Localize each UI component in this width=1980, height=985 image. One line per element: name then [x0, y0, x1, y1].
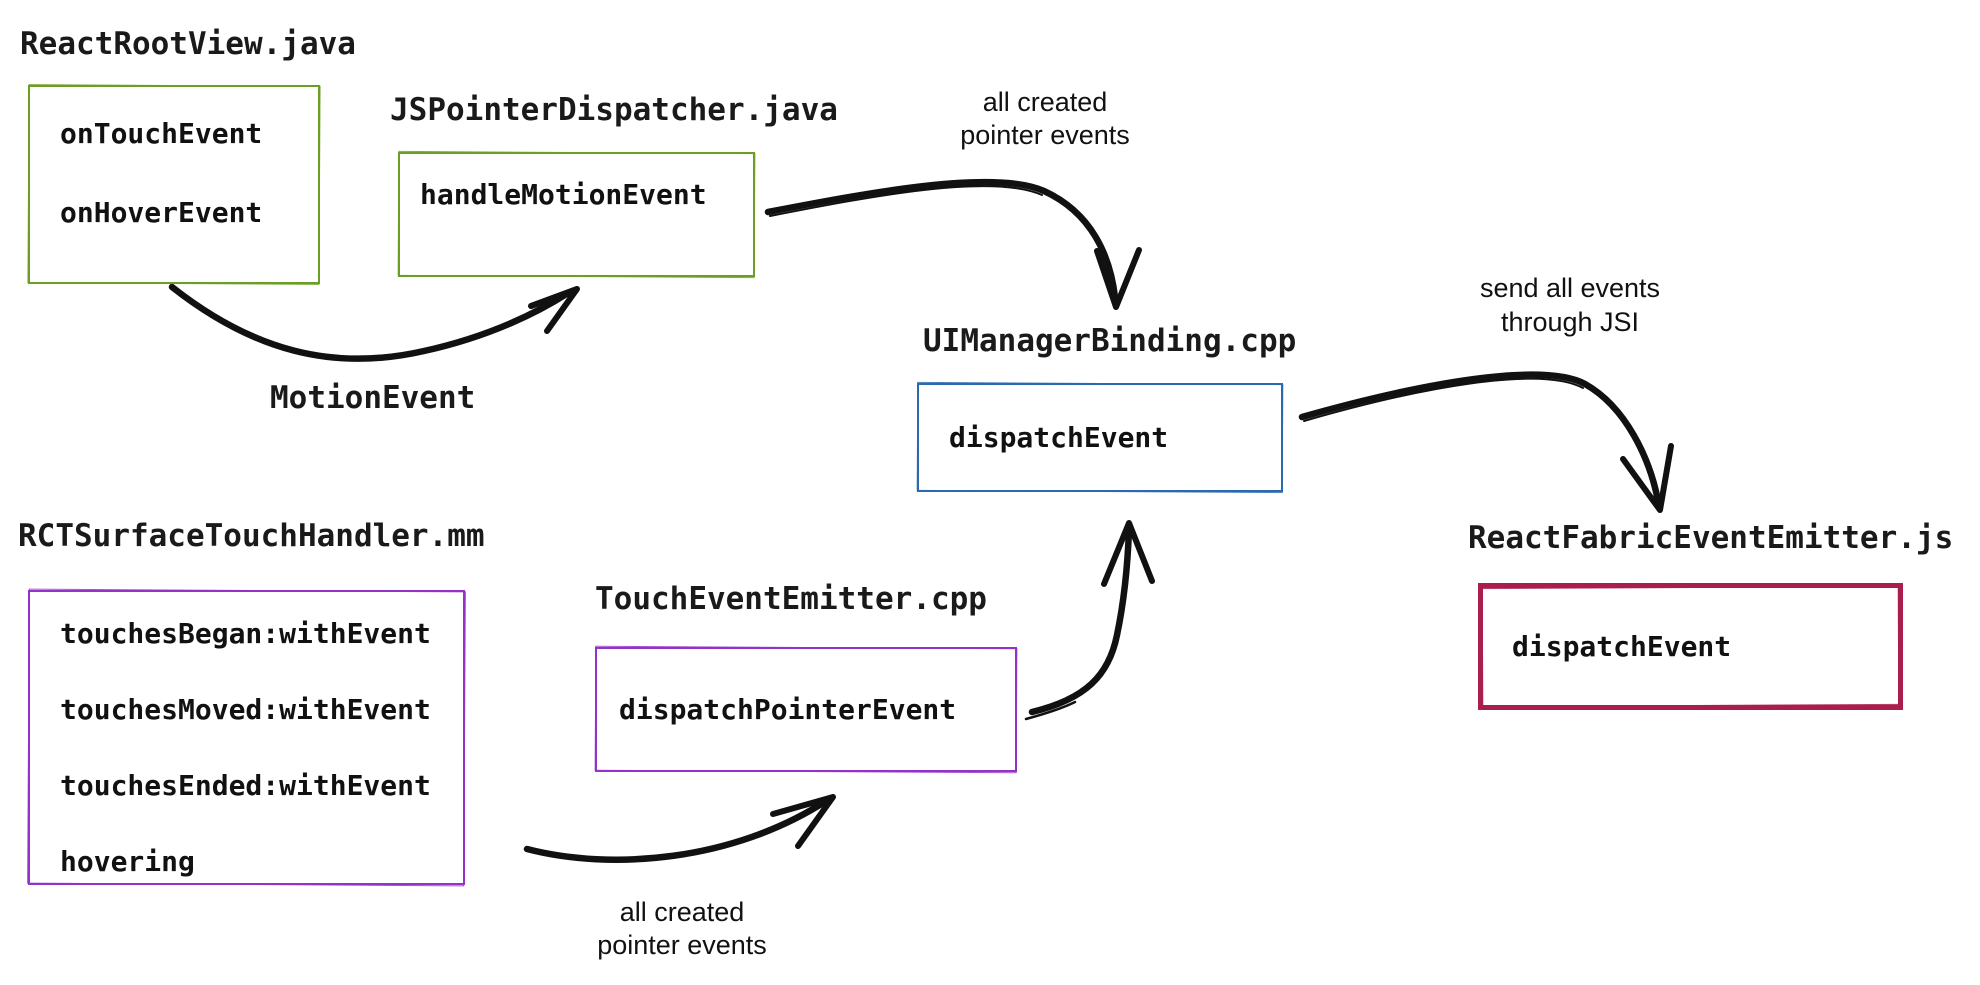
- method-label: hovering: [60, 845, 195, 878]
- method-box-ui-manager-binding: dispatchEvent: [917, 383, 1283, 492]
- method-label: handleMotionEvent: [420, 178, 707, 211]
- file-title-ui-manager-binding: UIManagerBinding.cpp: [923, 323, 1297, 359]
- method-label: onHoverEvent: [60, 196, 263, 229]
- arrow-all-created-top-sketch: [769, 185, 1043, 217]
- arrow-label-motion-event: MotionEvent: [270, 380, 476, 416]
- file-title-rct-surface-touch-handler: RCTSurfaceTouchHandler.mm: [18, 518, 485, 554]
- arrow-dispatch-up: [1028, 525, 1133, 716]
- arrow-dispatch-up-sketch: [1024, 700, 1077, 721]
- file-title-touch-event-emitter: TouchEventEmitter.cpp: [595, 581, 987, 617]
- arrow-label-line: through JSI: [1500, 307, 1640, 337]
- method-label: dispatchPointerEvent: [619, 692, 957, 726]
- arrowhead-send-jsi: [1620, 443, 1674, 513]
- arrow-motion-event: [168, 283, 572, 362]
- arrow-label-line: send all events: [1479, 273, 1661, 303]
- method-box-rct-surface-touch-handler: touchesBegan:withEvent touchesMoved:with…: [28, 590, 465, 885]
- file-title-react-root-view: ReactRootView.java: [20, 26, 356, 62]
- arrow-label-all-created-top: all created pointer events: [925, 86, 1165, 152]
- arrow-label-line: all created: [619, 897, 745, 927]
- arrow-label-line: pointer events: [960, 120, 1130, 150]
- arrow-all-created-top: [764, 178, 1119, 301]
- arrow-label-send-jsi: send all events through JSI: [1450, 271, 1690, 339]
- method-label: dispatchEvent: [1512, 629, 1732, 663]
- arrow-send-jsi-sketch: [1303, 377, 1584, 422]
- method-box-touch-event-emitter: dispatchPointerEvent: [595, 647, 1017, 772]
- arrow-send-jsi: [1298, 371, 1662, 505]
- method-box-react-root-view: onTouchEvent onHoverEvent: [28, 85, 320, 284]
- arrow-label-line: all created: [982, 87, 1108, 117]
- file-title-js-pointer-dispatcher: JSPointerDispatcher.java: [390, 92, 838, 128]
- method-box-react-fabric-event-emitter: dispatchEvent: [1478, 583, 1903, 710]
- arrowhead-motion-event: [528, 286, 580, 334]
- file-title-react-fabric-event-emitter: ReactFabricEventEmitter.js: [1468, 520, 1954, 556]
- method-label: touchesEnded:withEvent: [60, 769, 431, 802]
- method-label: dispatchEvent: [949, 420, 1169, 454]
- arrow-label-all-created-bottom: all created pointer events: [562, 896, 802, 962]
- method-label: onTouchEvent: [60, 117, 263, 150]
- method-label: touchesBegan:withEvent: [60, 617, 431, 650]
- arrow-all-created-bottom: [523, 797, 830, 863]
- method-box-js-pointer-dispatcher: handleMotionEvent: [398, 152, 755, 277]
- arrow-label-line: pointer events: [597, 930, 767, 960]
- method-label: touchesMoved:withEvent: [60, 693, 431, 726]
- arrowhead-all-created-top: [1094, 247, 1142, 310]
- arrowhead-dispatch-up: [1101, 520, 1155, 587]
- arrowhead-all-created-bottom: [770, 794, 836, 849]
